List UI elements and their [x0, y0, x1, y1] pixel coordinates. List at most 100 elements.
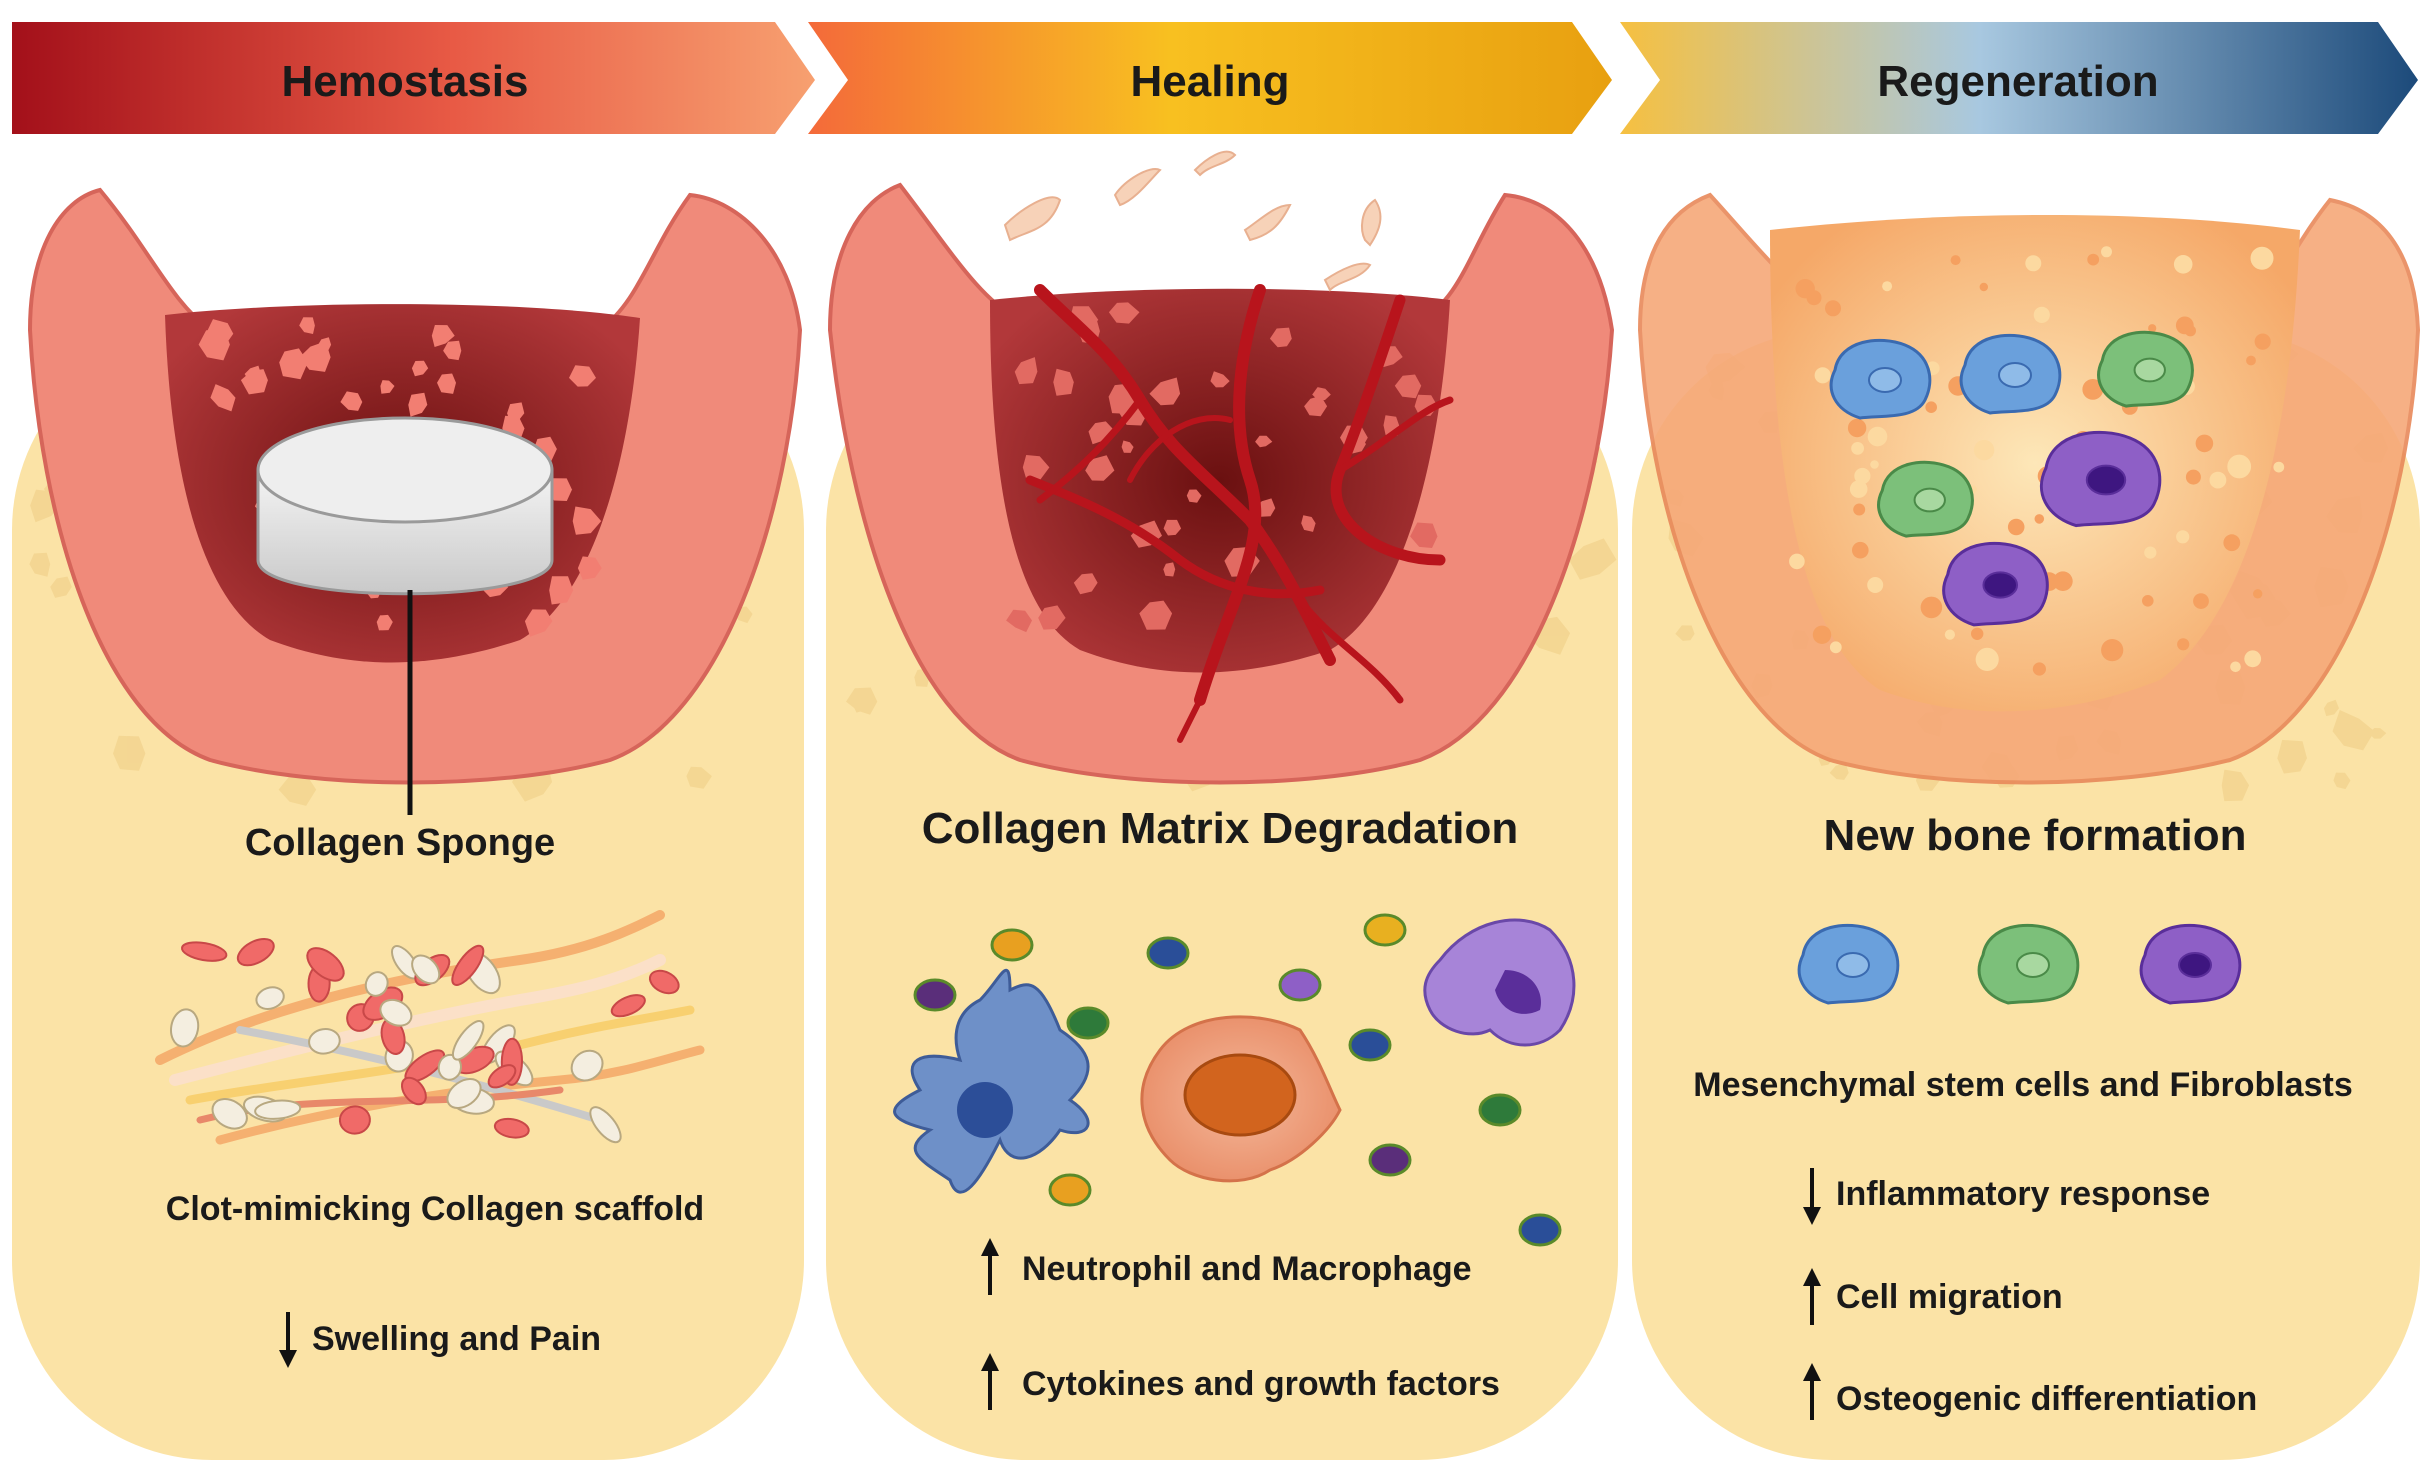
neutrophil-cell [1363, 913, 1407, 947]
osteoid-granule [2053, 571, 2073, 591]
bone-pebble [2368, 728, 2387, 739]
hemostasis-socket [27, 187, 803, 815]
osteoid-granule [2175, 316, 2194, 335]
socket-cavity-healing [990, 288, 1450, 673]
osteoid-granule [2227, 454, 2252, 479]
red-blood-cell [180, 941, 228, 962]
platelet [379, 998, 413, 1027]
collagen-fragment [1053, 368, 1074, 396]
collagen-fragment [1006, 609, 1032, 633]
collagen-fragment [1088, 421, 1116, 445]
effect-text: Neutrophil and Macrophage [1022, 1250, 1472, 1288]
osteoid-granule [2007, 518, 2025, 536]
effect-swelling-pain: Swelling and Pain [279, 1312, 601, 1368]
osteoid-granule [1920, 596, 1943, 619]
phase-chevron-healing: Healing [808, 22, 1612, 134]
osteoid-granule [2273, 461, 2285, 473]
clot-fragment [376, 614, 393, 631]
platelet [308, 1028, 341, 1055]
clot-fragment [198, 327, 230, 361]
collagen-fragment [1014, 357, 1038, 385]
collagen-fragment [1163, 519, 1182, 536]
clot-fragment [299, 341, 331, 372]
osteoid-granule [1867, 577, 1884, 593]
macrophage-cell [1140, 1015, 1342, 1183]
clot-fragment [507, 402, 525, 423]
osteoid-granule [2209, 471, 2227, 489]
red-blood-cell [451, 944, 485, 986]
osteoid-granule [2246, 355, 2256, 366]
collagen-fragment [1186, 489, 1202, 503]
platelet [254, 1099, 302, 1120]
matrix-degradation-heading: Collagen Matrix Degradation [922, 804, 1519, 853]
red-blood-cell [306, 947, 345, 982]
osteoid-granule [1925, 401, 1937, 414]
clot-fragment [437, 373, 456, 394]
collagen-fragment [1149, 377, 1181, 406]
bone-pebble [278, 773, 317, 806]
osteoid-granule [2195, 434, 2214, 453]
stem-cell [2139, 923, 2242, 1005]
bone-pebble [1568, 538, 1617, 580]
osteoid-granule [2144, 546, 2157, 559]
platelet [170, 1008, 200, 1048]
osteoid-granule [1870, 460, 1879, 469]
effect-cytokines: Cytokines and growth factors [981, 1353, 1500, 1410]
red-blood-cell [400, 1076, 427, 1106]
osteoid-granule [1854, 467, 1871, 485]
neutrophil-cell [913, 978, 957, 1012]
red-blood-cell [493, 1117, 530, 1139]
neutrophil-cell [1066, 1006, 1110, 1040]
osteoid-granule [2177, 638, 2190, 651]
collagen-fragment [1410, 522, 1438, 548]
osteoid-granule [2142, 595, 2154, 607]
scaffold-blood-cells [170, 937, 680, 1144]
neutrophil-cell [1146, 936, 1190, 970]
collagen-fragment [1121, 440, 1134, 453]
osteoid-granule [2193, 593, 2209, 609]
osteoid-granule [1853, 503, 1866, 516]
osteoid-granule [2253, 589, 2263, 599]
stem-cell [1829, 338, 1932, 420]
bone-pebble [29, 552, 51, 577]
stem-cell [2097, 330, 2194, 408]
neutrophil-cell [1478, 1093, 1522, 1127]
osteoid-granule [1847, 418, 1867, 438]
clot-fragment [380, 380, 395, 394]
clot-scaffold-label: Clot-mimicking Collagen scaffold [166, 1190, 704, 1228]
platelet [255, 986, 285, 1010]
collagen-fragment [1304, 395, 1328, 417]
osteoid-granule [1882, 281, 1893, 292]
platelet [446, 1078, 482, 1109]
neutrophil-cell [1278, 968, 1322, 1002]
bone-pebble [2323, 699, 2339, 717]
osteoid-granule [2033, 306, 2050, 323]
osteoid-granule [1971, 627, 1984, 640]
effect-text: Osteogenic differentiation [1836, 1380, 2257, 1418]
collagen-fragment [1269, 327, 1292, 348]
neutrophil-cell [1518, 1213, 1562, 1247]
phase-title-regeneration: Regeneration [1877, 57, 2158, 106]
bone-pebble [852, 697, 870, 713]
collagen-fragment [1073, 573, 1098, 595]
platelet [589, 1106, 622, 1144]
osteoid-granule [1812, 625, 1832, 644]
dendritic-cell [893, 968, 1090, 1194]
bone-pebble [2221, 769, 2250, 802]
osteoid-granule [1795, 279, 1815, 299]
osteoid-granule [2101, 246, 2112, 258]
effect-text: Cell migration [1836, 1278, 2063, 1316]
small-immune-cells [913, 913, 1562, 1247]
stem-cell [1959, 333, 2062, 415]
osteoid-granule [1849, 480, 1868, 498]
osteoid-granule [2244, 650, 2262, 668]
floating-debris [1003, 150, 1382, 292]
osteoid-granule [1825, 300, 1841, 317]
phase-chevron-hemostasis: Hemostasis [12, 22, 815, 134]
collagen-fragment [1210, 371, 1230, 388]
osteoid-granule [1867, 426, 1888, 447]
stem-cell [1797, 923, 1900, 1005]
clot-fragment [299, 317, 315, 334]
osteoclast-cell [1423, 918, 1576, 1047]
